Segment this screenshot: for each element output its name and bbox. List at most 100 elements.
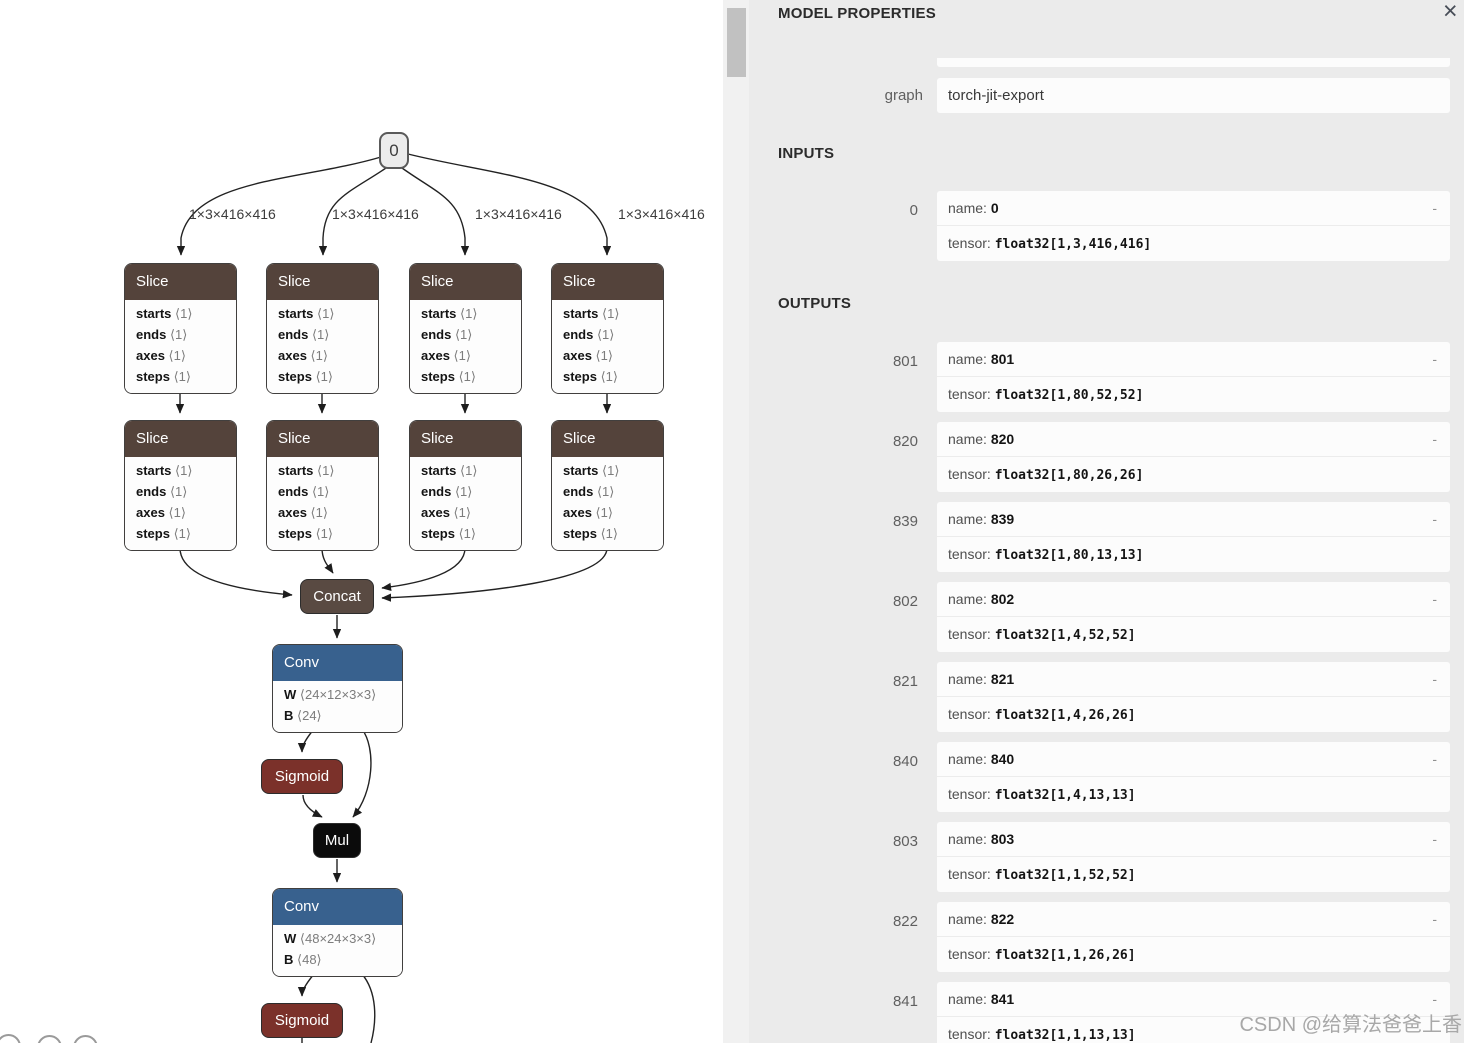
attr-value: ⟨48⟩ — [297, 952, 322, 967]
output-card: name: 802- tensor: float32[1,4,52,52] — [937, 582, 1450, 652]
edge-shape-label: 1×3×416×416 — [475, 206, 562, 222]
attr-row: ends ⟨1⟩ — [136, 324, 225, 345]
collapse-toggle[interactable]: - — [1432, 591, 1437, 607]
output-tensor-row: tensor: float32[1,4,26,26] — [937, 697, 1450, 732]
slice-node[interactable]: Slice starts ⟨1⟩ ends ⟨1⟩ axes ⟨1⟩ steps… — [124, 420, 237, 551]
attr-value: ⟨1⟩ — [169, 484, 188, 499]
attr-row: steps ⟨1⟩ — [278, 523, 367, 544]
attr-name: starts — [563, 306, 599, 321]
attr-name: axes — [563, 505, 592, 520]
slice-node-header: Slice — [267, 264, 378, 300]
attr-row: B ⟨24⟩ — [284, 705, 391, 726]
panel-scrollbar-thumb[interactable] — [727, 8, 746, 77]
sigmoid-node[interactable]: Sigmoid — [261, 1003, 343, 1038]
attr-value: ⟨24×12×3×3⟩ — [299, 687, 377, 702]
collapse-toggle[interactable]: - — [1432, 431, 1437, 447]
attr-name: steps — [278, 526, 312, 541]
attr-name: steps — [278, 369, 312, 384]
output-card: name: 840- tensor: float32[1,4,13,13] — [937, 742, 1450, 812]
output-name-row: name: 820- — [937, 422, 1450, 457]
slice-node[interactable]: Slice starts ⟨1⟩ ends ⟨1⟩ axes ⟨1⟩ steps… — [551, 420, 664, 551]
attr-value: ⟨24⟩ — [297, 708, 322, 723]
input-card: name: 0- tensor: float32[1,3,416,416] — [937, 191, 1450, 261]
attr-value: ⟨1⟩ — [311, 327, 330, 342]
attr-row: steps ⟨1⟩ — [136, 366, 225, 387]
tensor-value: float32[1,80,26,26] — [994, 468, 1144, 483]
tensor-key: tensor: — [948, 626, 995, 642]
slice-node[interactable]: Slice starts ⟨1⟩ ends ⟨1⟩ axes ⟨1⟩ steps… — [124, 263, 237, 394]
name-key: name: — [948, 751, 991, 767]
output-tensor-row: tensor: float32[1,1,26,26] — [937, 937, 1450, 972]
attr-row: starts ⟨1⟩ — [563, 303, 652, 324]
attr-value: ⟨1⟩ — [175, 306, 193, 321]
collapse-toggle[interactable]: - — [1432, 511, 1437, 527]
tensor-value: float32[1,80,13,13] — [994, 548, 1144, 563]
mul-node[interactable]: Mul — [313, 823, 361, 858]
collapse-toggle[interactable]: - — [1432, 200, 1437, 216]
attr-row: axes ⟨1⟩ — [136, 345, 225, 366]
name-key: name: — [948, 200, 991, 216]
attr-value: ⟨1⟩ — [596, 484, 615, 499]
slice-node-body: starts ⟨1⟩ ends ⟨1⟩ axes ⟨1⟩ steps ⟨1⟩ — [410, 457, 521, 550]
input-tensor-row: tensor: float32[1,3,416,416] — [937, 226, 1450, 261]
slice-node-header: Slice — [410, 264, 521, 300]
attr-row: starts ⟨1⟩ — [278, 303, 367, 324]
outputs-heading: OUTPUTS — [778, 295, 852, 312]
tensor-value: float32[1,1,26,26] — [994, 948, 1136, 963]
attr-row: steps ⟨1⟩ — [563, 523, 652, 544]
slice-node-body: starts ⟨1⟩ ends ⟨1⟩ axes ⟨1⟩ steps ⟨1⟩ — [267, 300, 378, 393]
tensor-value: float32[1,1,52,52] — [994, 868, 1136, 883]
conv-node[interactable]: Conv W ⟨48×24×3×3⟩ B ⟨48⟩ — [272, 888, 403, 977]
attr-value: ⟨1⟩ — [317, 306, 335, 321]
tensor-key: tensor: — [948, 546, 995, 562]
concat-node[interactable]: Concat — [300, 579, 374, 614]
tensor-key: tensor: — [948, 706, 995, 722]
collapse-toggle[interactable]: - — [1432, 751, 1437, 767]
slice-node[interactable]: Slice starts ⟨1⟩ ends ⟨1⟩ axes ⟨1⟩ steps… — [266, 263, 379, 394]
slice-node-body: starts ⟨1⟩ ends ⟨1⟩ axes ⟨1⟩ steps ⟨1⟩ — [410, 300, 521, 393]
slice-node-header: Slice — [267, 421, 378, 457]
panel-scrollbar-track[interactable] — [723, 0, 749, 1043]
collapse-toggle[interactable]: - — [1432, 671, 1437, 687]
attr-name: B — [284, 708, 294, 723]
attr-name: starts — [136, 463, 172, 478]
collapse-toggle[interactable]: - — [1432, 991, 1437, 1007]
conv-node[interactable]: Conv W ⟨24×12×3×3⟩ B ⟨24⟩ — [272, 644, 403, 733]
name-value: 803 — [990, 831, 1015, 847]
slice-node[interactable]: Slice starts ⟨1⟩ ends ⟨1⟩ axes ⟨1⟩ steps… — [551, 263, 664, 394]
attr-value: ⟨1⟩ — [596, 327, 615, 342]
tensor-key: tensor: — [948, 235, 995, 251]
attr-value: ⟨1⟩ — [595, 348, 613, 363]
collapse-toggle[interactable]: - — [1432, 351, 1437, 367]
tensor-value: float32[1,4,52,52] — [994, 628, 1136, 643]
attr-name: ends — [136, 484, 167, 499]
tensor-key: tensor: — [948, 946, 995, 962]
attr-value: ⟨1⟩ — [315, 369, 333, 384]
collapse-toggle[interactable]: - — [1432, 831, 1437, 847]
close-icon[interactable]: × — [1443, 0, 1458, 25]
attr-row: ends ⟨1⟩ — [421, 481, 510, 502]
output-card: name: 839- tensor: float32[1,80,13,13] — [937, 502, 1450, 572]
tensor-value: float32[1,4,13,13] — [994, 788, 1136, 803]
slice-node[interactable]: Slice starts ⟨1⟩ ends ⟨1⟩ axes ⟨1⟩ steps… — [266, 420, 379, 551]
edge-shape-label: 1×3×416×416 — [189, 206, 276, 222]
tensor-value: float32[1,1,13,13] — [994, 1028, 1136, 1043]
conv-node-body: W ⟨48×24×3×3⟩ B ⟨48⟩ — [273, 925, 402, 976]
sigmoid-node[interactable]: Sigmoid — [261, 759, 343, 794]
attr-value: ⟨1⟩ — [600, 526, 618, 541]
attr-row: axes ⟨1⟩ — [421, 502, 510, 523]
tensor-key: tensor: — [948, 466, 995, 482]
attr-name: B — [284, 952, 294, 967]
graph-value-field[interactable]: torch-jit-export — [937, 78, 1450, 113]
name-key: name: — [948, 431, 991, 447]
collapse-toggle[interactable]: - — [1432, 911, 1437, 927]
input-node-0[interactable]: 0 — [379, 132, 409, 169]
attr-name: axes — [136, 505, 165, 520]
attr-row: ends ⟨1⟩ — [278, 481, 367, 502]
slice-node-body: starts ⟨1⟩ ends ⟨1⟩ axes ⟨1⟩ steps ⟨1⟩ — [125, 300, 236, 393]
slice-node[interactable]: Slice starts ⟨1⟩ ends ⟨1⟩ axes ⟨1⟩ steps… — [409, 263, 522, 394]
attr-value: ⟨1⟩ — [169, 327, 188, 342]
slice-node[interactable]: Slice starts ⟨1⟩ ends ⟨1⟩ axes ⟨1⟩ steps… — [409, 420, 522, 551]
attr-value: ⟨1⟩ — [458, 369, 476, 384]
attr-name: steps — [421, 369, 455, 384]
